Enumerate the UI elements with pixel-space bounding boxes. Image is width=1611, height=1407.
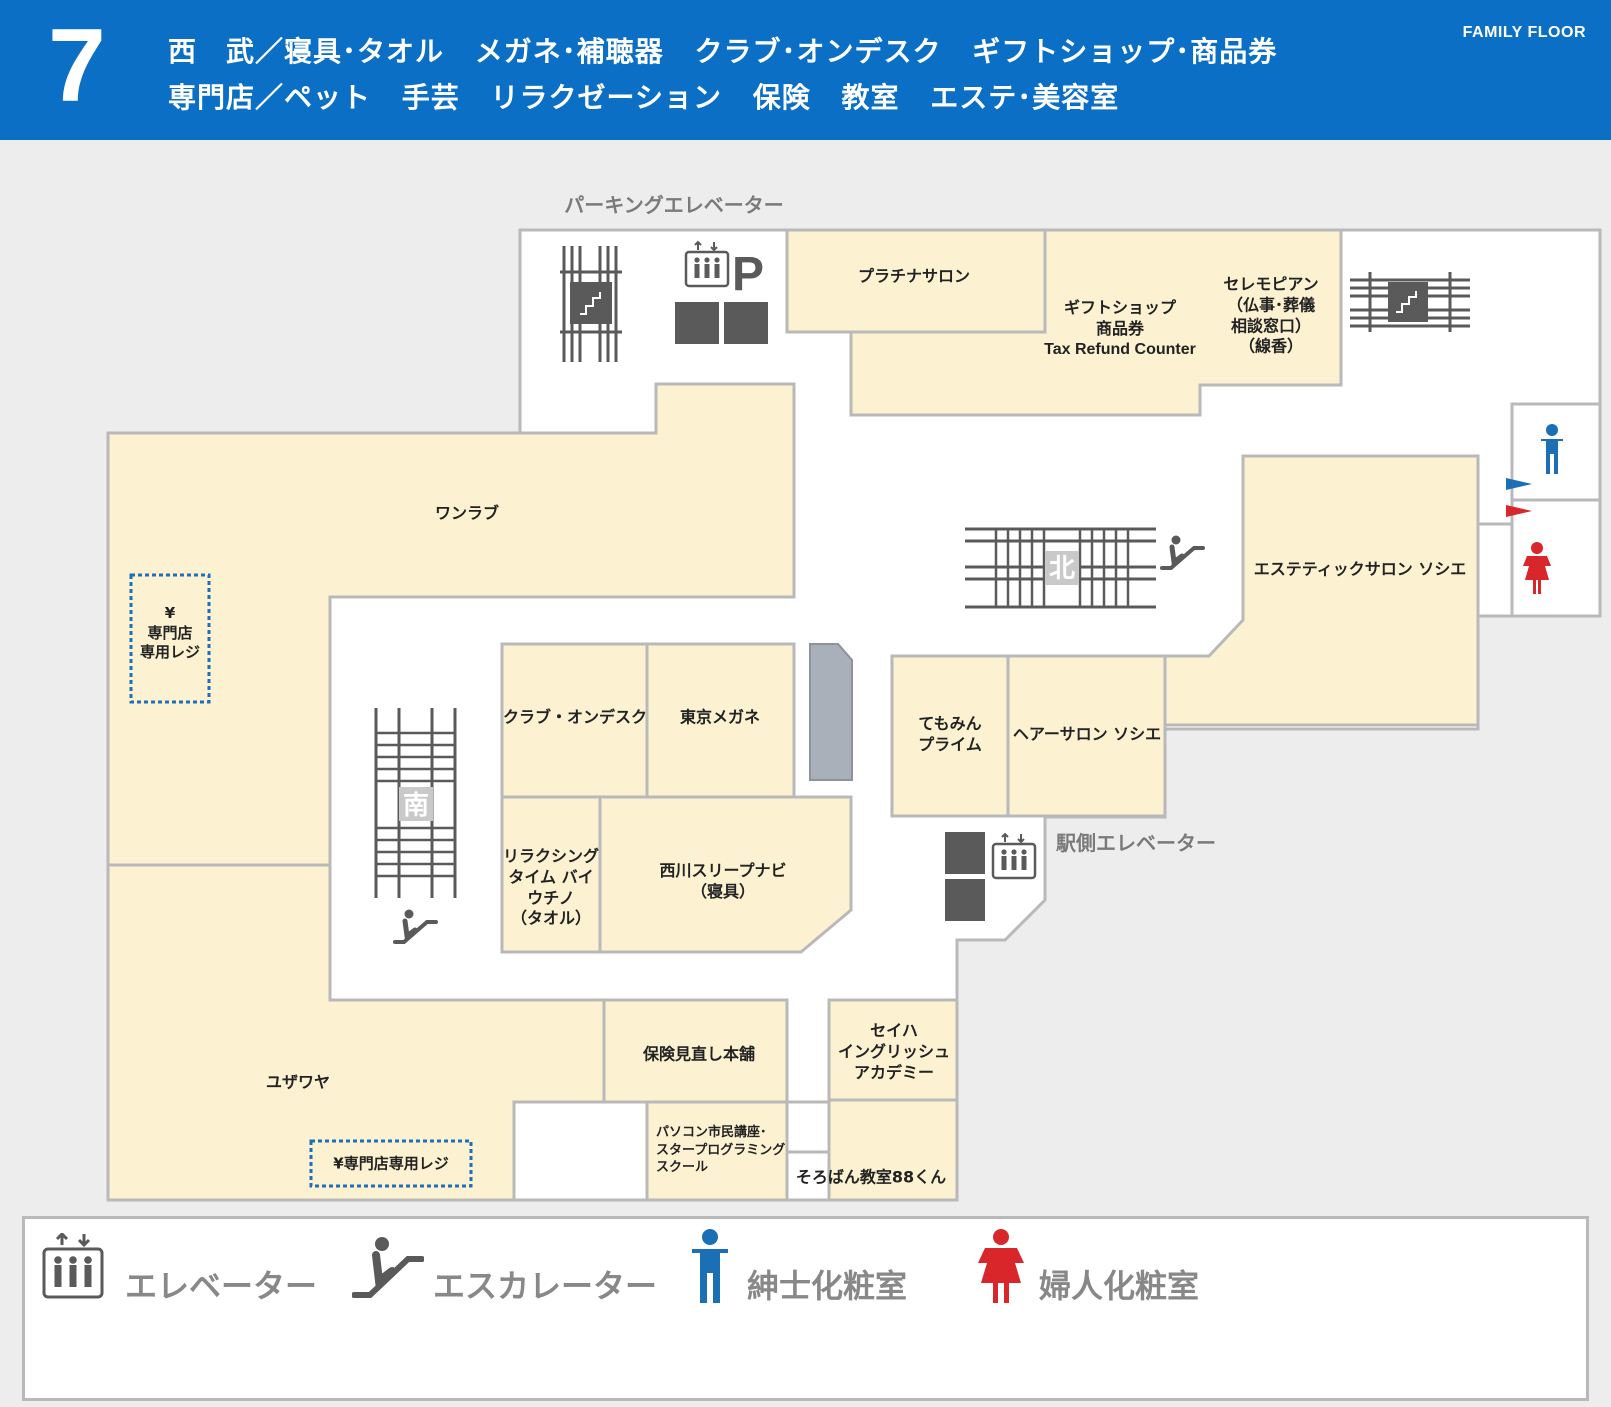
category: ギフトショップ･商品券 [972, 35, 1278, 68]
shop-platinum-salon[interactable] [785, 228, 1047, 334]
label-platinum-salon: プラチナサロン [857, 266, 971, 286]
category: エステ･美容室 [930, 81, 1120, 114]
legend-men-label: 紳士化粧室 [747, 1267, 908, 1305]
label-hair-salon: ヘアーサロン ソシエ [1012, 724, 1162, 744]
shop-nishikawa[interactable] [598, 795, 853, 954]
shop-gift[interactable] [849, 228, 1343, 417]
floor-categories-line1: 西 武／寝具･タオル メガネ･補聴器 クラブ･オンデスク ギフトショップ･商品券 [168, 30, 1297, 70]
escalator-icon [352, 1237, 424, 1298]
label-hoken: 保険見直し本舗 [642, 1044, 756, 1064]
station-elevator[interactable] [945, 832, 1037, 921]
parking-stairs [560, 246, 622, 362]
shop-pc-school[interactable] [645, 1100, 789, 1202]
shop-areas [106, 228, 1480, 1202]
corridor-strip [785, 1100, 831, 1154]
parking-elevator[interactable]: P [675, 240, 768, 344]
north-escalator[interactable]: 北 [965, 527, 1203, 609]
label-soroban: そろばん教室88くん [795, 1167, 947, 1187]
shop-hoken[interactable] [602, 998, 789, 1104]
elevator-icon [42, 1233, 104, 1299]
label-esthetic: エステティックサロン ソシエ [1253, 559, 1467, 579]
legend-women-label: 婦人化粧室 [1039, 1267, 1200, 1305]
category: 専門店／ペット [168, 81, 372, 114]
label-nishikawa: 西川スリープナビ（寝具） [659, 861, 787, 901]
stairs-icon [570, 282, 612, 324]
legend: エレベーター エスカレーター 紳士化粧室 婦人化粧室 [22, 1216, 1589, 1401]
label-yuzawaya: ユザワヤ [265, 1072, 331, 1092]
shop-club-ondesk[interactable] [500, 642, 649, 799]
label-relaxing: リラクシングタイム バイ ウチノ（タオル） [502, 846, 600, 928]
restroom-block [1478, 402, 1602, 618]
label-club-ondesk: クラブ・オンデスク [502, 707, 648, 727]
floor-header: 7 西 武／寝具･タオル メガネ･補聴器 クラブ･オンデスク ギフトショップ･商… [0, 0, 1611, 140]
parking-p-icon: P [732, 248, 764, 301]
floor-map: P 北 [106, 228, 1602, 1202]
parking-elevator-label: パーキングエレベーター [564, 193, 784, 217]
north-label: 北 [1049, 554, 1075, 584]
legend-elevator-label: エレベーター [125, 1267, 318, 1305]
men-restroom-icon [1541, 424, 1563, 474]
legend-escalator-label: エスカレーター [433, 1267, 658, 1305]
right-stairs [1350, 272, 1470, 332]
men-restroom-icon [692, 1229, 728, 1303]
label-register-bottom: ¥専門店専用レジ [333, 1154, 449, 1173]
empty-room [512, 1100, 649, 1202]
label-temomin: てもみんプライム [918, 714, 982, 754]
shop-soroban[interactable] [827, 1098, 959, 1202]
label-seiha: セイハイングリッシュ アカデミー [837, 1020, 951, 1082]
south-escalator[interactable]: 南 [374, 708, 457, 942]
category: リラクゼーション [490, 81, 722, 114]
station-elevator-label: 駅側エレベーター [1056, 831, 1216, 855]
south-label: 南 [403, 791, 429, 821]
floor-number: 7 [48, 8, 106, 124]
register-left-box [129, 573, 211, 704]
category: クラブ･オンデスク [694, 35, 942, 68]
register-bottom-box [309, 1139, 473, 1188]
shop-hair-salon[interactable] [1006, 654, 1167, 818]
label-pc-school: パソコン市民講座･スタープログラミング スクール [656, 1125, 786, 1176]
shop-tokyo-megane[interactable] [645, 642, 796, 799]
category: 保険 [752, 81, 811, 114]
family-floor-label: FAMILY FLOOR [1462, 24, 1586, 41]
label-tokyo-megane: 東京メガネ [679, 707, 761, 727]
label-register-left: ¥専門店 専用レジ [139, 603, 201, 661]
label-onelove: ワンラブ [434, 503, 500, 523]
label-gift: ギフトショップ商品券 Tax Refund Counter [1044, 297, 1196, 358]
category: メガネ･補聴器 [474, 35, 664, 68]
women-restroom-icon [978, 1229, 1024, 1303]
women-restroom-icon [1523, 542, 1551, 594]
category: 手芸 [401, 81, 460, 114]
label-ceremo: セレモピアン（仏事･葬儀 相談窓口）（線香） [1223, 274, 1319, 356]
category: 教室 [841, 81, 900, 114]
floor-categories-line2: 専門店／ペット 手芸 リラクゼーション 保険 教室 エステ･美容室 [168, 76, 1139, 116]
category: 西 武／寝具･タオル [168, 35, 445, 68]
shop-seiha[interactable] [827, 998, 959, 1102]
pillar [809, 643, 853, 781]
